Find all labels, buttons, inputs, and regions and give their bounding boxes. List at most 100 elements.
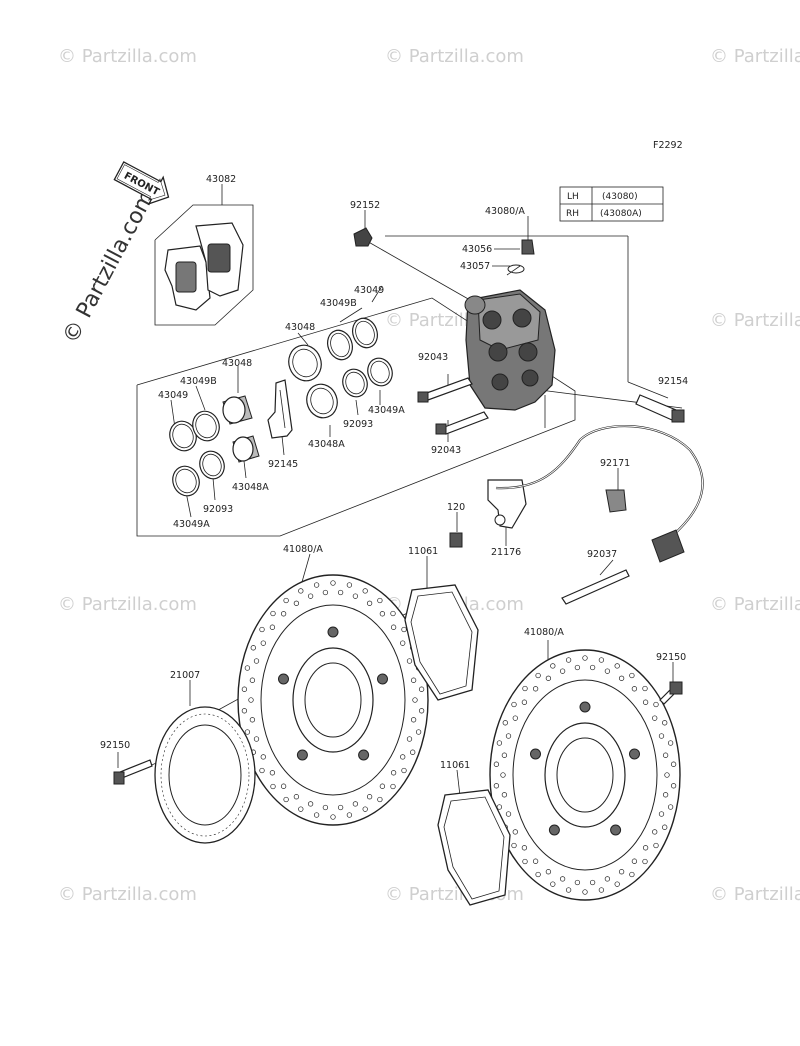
label-92093-lower: 92093: [203, 504, 233, 515]
disc-hole: [313, 582, 320, 588]
disc-hole: [565, 887, 572, 893]
disc-hole: [614, 881, 620, 887]
watermark-text: © Partzilla.com: [710, 310, 800, 331]
label-92152: 92152: [350, 200, 380, 211]
disc-hole: [352, 801, 359, 807]
label-21176: 21176: [491, 547, 521, 558]
label-43049-upper: 43049: [354, 285, 384, 296]
disc-hole: [658, 733, 665, 739]
disc-hole: [259, 626, 265, 633]
label-43057: 43057: [460, 261, 490, 272]
table-side-lh: LH: [567, 192, 579, 202]
disc-hole: [658, 811, 665, 817]
disc-hole: [501, 752, 508, 758]
disc-hole: [493, 761, 500, 767]
disc-hole: [337, 589, 344, 596]
disc-hole: [253, 658, 260, 664]
disc-shims: [404, 584, 511, 906]
disc-hole: [401, 767, 407, 774]
disc-hole: [307, 801, 314, 807]
disc-hole: [614, 663, 620, 669]
disc-hole: [502, 720, 508, 726]
disc-hole: [631, 686, 638, 692]
disc-hole: [545, 675, 552, 681]
disc-hole: [379, 611, 386, 617]
disc-hole: [337, 804, 344, 811]
disc-hole: [322, 589, 329, 596]
disc-hole: [280, 783, 287, 789]
label-92043-lower: 92043: [431, 445, 461, 456]
disc-bolts: [113, 681, 683, 785]
disc-hole: [598, 657, 605, 663]
disc-hole: [582, 655, 588, 661]
disc-hole: [505, 733, 512, 739]
label-92154: 92154: [658, 376, 688, 387]
disc-hole: [250, 645, 256, 651]
label-92145: 92145: [268, 459, 298, 470]
leader-lines: [117, 184, 683, 806]
disc-hole: [535, 672, 541, 679]
disc-hole: [532, 686, 539, 692]
disc-hole: [283, 796, 289, 803]
disc-rivet: [358, 749, 370, 761]
disc-hole: [244, 665, 251, 671]
brake-pad-set: [154, 204, 254, 326]
abs-sensor-cable: [495, 425, 704, 605]
disc-hole: [283, 597, 289, 604]
label-21007: 21007: [170, 670, 200, 681]
caliper-body: [464, 289, 556, 411]
left-brake-disc: [237, 574, 429, 826]
watermark-text: © Partzilla.com: [58, 884, 197, 905]
disc-hole: [574, 879, 581, 886]
disc-hole: [293, 794, 300, 800]
caliper-hardware: [353, 227, 685, 548]
disc-hole: [249, 717, 256, 723]
label-92150-left: 92150: [100, 740, 130, 751]
disc-hole: [390, 610, 396, 617]
label-43048a-upper: 43048A: [308, 439, 345, 450]
disc-hole: [501, 792, 508, 798]
label-41080a-left: 41080/A: [283, 544, 323, 555]
disc-hole: [496, 804, 503, 810]
disc-hole: [662, 720, 668, 726]
table-part-lh: (43080): [602, 192, 638, 202]
disc-hole: [330, 580, 336, 586]
abs-sensor-rotor: [154, 706, 256, 844]
label-92043-upper: 92043: [418, 352, 448, 363]
disc-hole: [390, 783, 396, 790]
disc-hole: [298, 588, 304, 594]
disc-hole: [400, 754, 406, 760]
disc-hole: [559, 876, 566, 882]
watermark-main: © Partzilla.com: [58, 186, 160, 348]
right-brake-disc: [489, 649, 681, 901]
disc-hole: [379, 783, 386, 789]
disc-rivet: [296, 749, 308, 761]
label-41080a-right: 41080/A: [524, 627, 564, 638]
disc-hole: [604, 668, 611, 674]
disc-hole: [664, 772, 670, 778]
label-43049a-upper: 43049A: [368, 405, 405, 416]
disc-hole: [269, 624, 276, 630]
disc-hole: [415, 729, 422, 735]
disc-rivet: [548, 824, 560, 836]
disc-hole: [574, 664, 581, 671]
disc-hole: [662, 752, 669, 758]
disc-hole: [366, 600, 373, 606]
disc-rivet: [278, 673, 289, 685]
disc-hole: [631, 858, 638, 864]
disc-hole: [511, 701, 517, 708]
disc-hole: [512, 829, 518, 835]
disc-hole: [270, 783, 276, 790]
disc-hole: [598, 887, 605, 893]
table-part-rh: (43080A): [600, 209, 642, 219]
label-43048a-lower: 43048A: [232, 482, 269, 493]
disc-hole: [280, 611, 287, 617]
diagram-code: F2292: [653, 140, 683, 151]
disc-hole: [559, 668, 566, 674]
label-92171: 92171: [600, 458, 630, 469]
watermark-text: © Partzilla.com: [385, 46, 524, 67]
disc-hole: [270, 610, 276, 617]
label-43049-lower: 43049: [158, 390, 188, 401]
caliper-group-outline: [136, 297, 576, 537]
disc-hole: [390, 770, 397, 776]
